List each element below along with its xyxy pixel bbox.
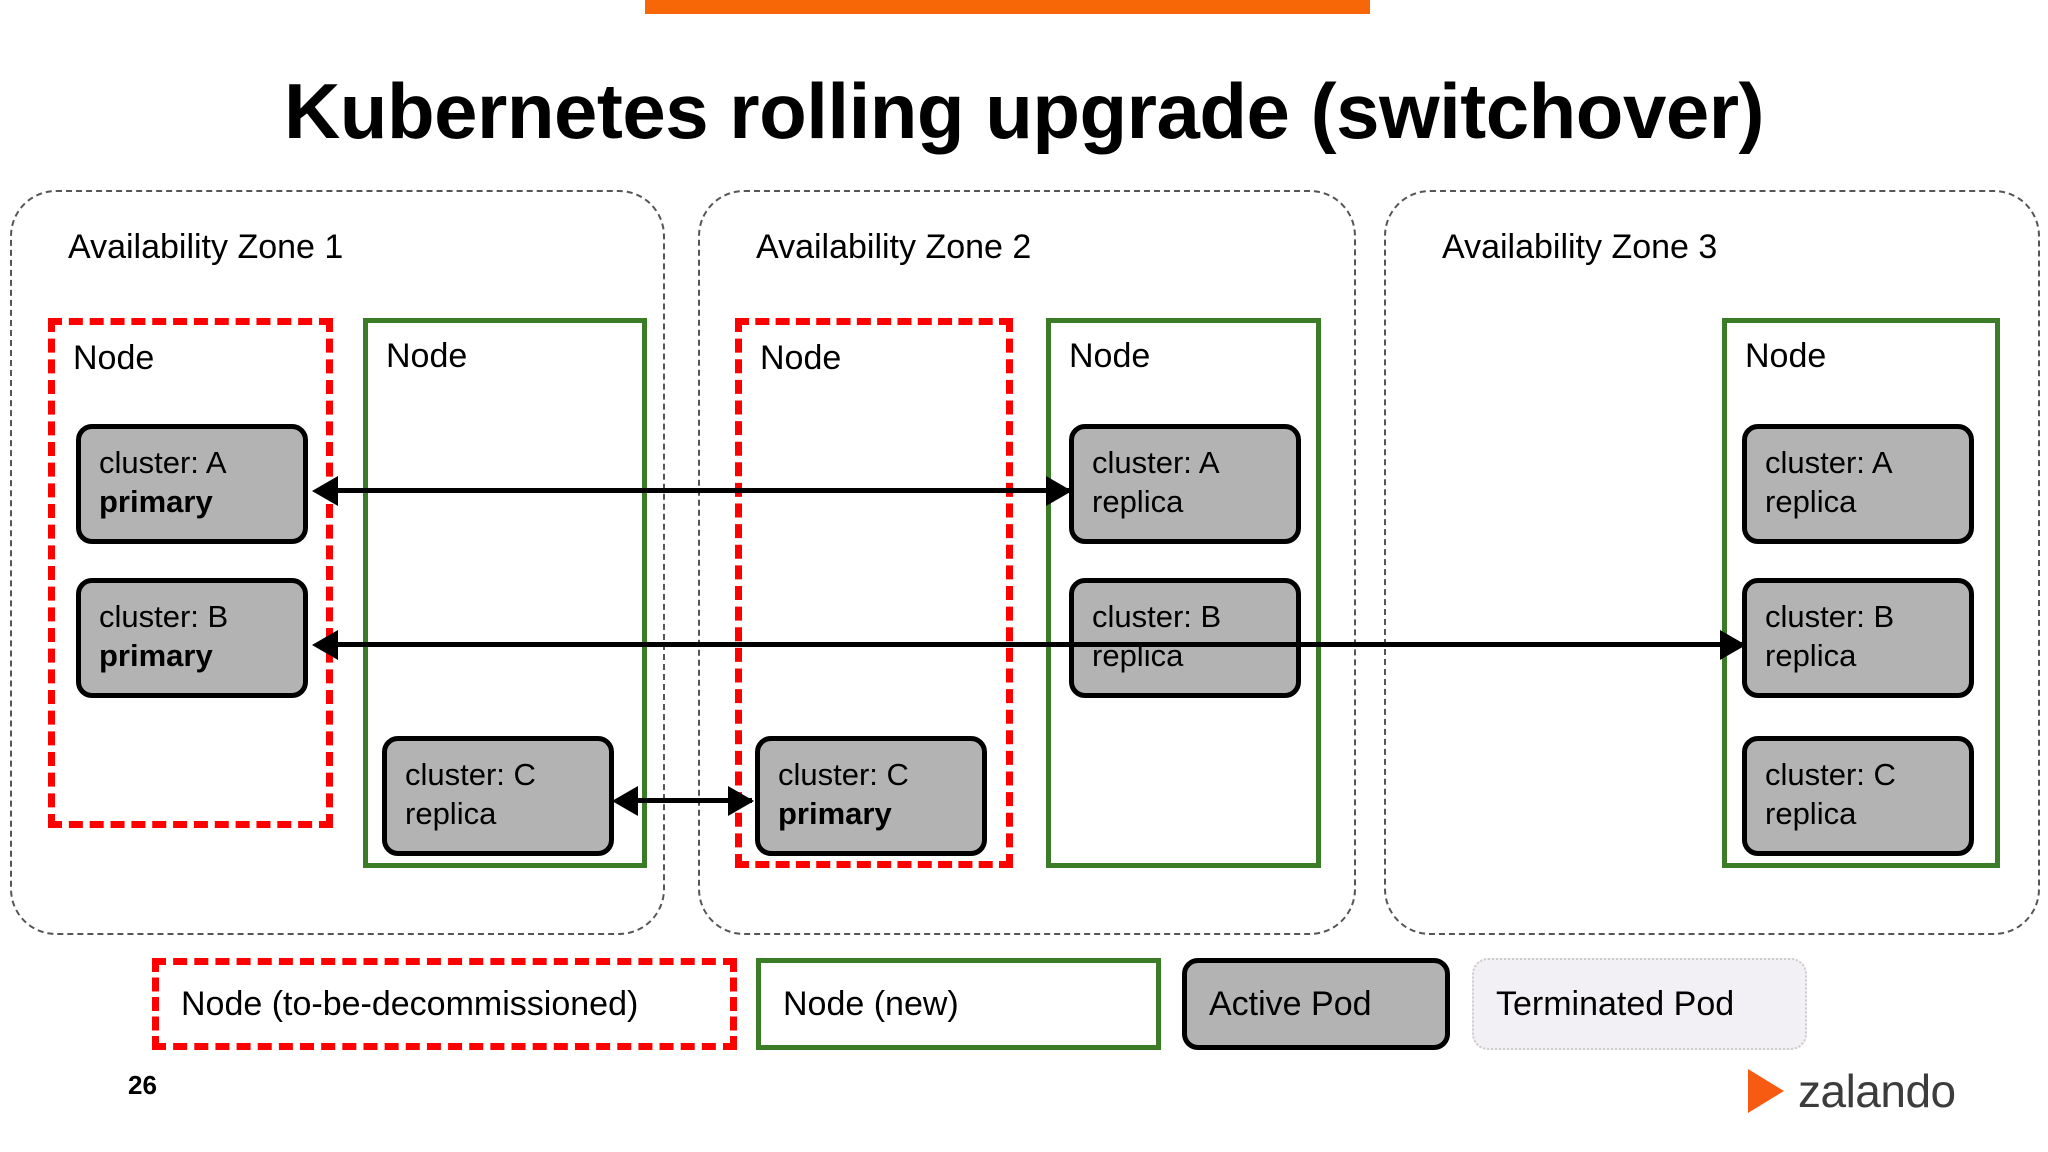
node-az2-decommissioned: Node bbox=[735, 318, 1013, 868]
cluster-c-replication-arrow bbox=[620, 798, 752, 803]
arrow-head-left-icon bbox=[312, 630, 338, 660]
pod-cluster-label: cluster: A bbox=[99, 445, 227, 480]
node-label: Node bbox=[1745, 337, 1827, 375]
node-label: Node bbox=[760, 339, 842, 377]
availability-zone-1: Availability Zone 1 bbox=[10, 190, 665, 935]
zone-label: Availability Zone 3 bbox=[1442, 228, 1718, 266]
pod-cluster-b-primary-az1: cluster: B primary bbox=[76, 578, 308, 698]
page-number: 26 bbox=[128, 1070, 157, 1100]
pod-cluster-label: cluster: B bbox=[1765, 599, 1895, 634]
pod-role-label: primary bbox=[99, 638, 213, 673]
pod-cluster-label: cluster: C bbox=[1765, 757, 1896, 792]
zone-label: Availability Zone 2 bbox=[756, 228, 1032, 266]
arrow-head-right-icon bbox=[728, 786, 754, 816]
pod-cluster-label: cluster: C bbox=[778, 757, 909, 792]
pod-cluster-b-replica-az2: cluster: B replica bbox=[1069, 578, 1301, 698]
node-label: Node bbox=[73, 339, 155, 377]
arrow-head-right-icon bbox=[1046, 476, 1072, 506]
arrow-head-left-icon bbox=[612, 786, 638, 816]
pod-role-label: primary bbox=[778, 796, 892, 831]
pod-cluster-label: cluster: B bbox=[99, 599, 229, 634]
pod-role-label: replica bbox=[1765, 796, 1857, 831]
zone-label: Availability Zone 1 bbox=[68, 228, 344, 266]
pod-role-label: replica bbox=[405, 796, 497, 831]
pod-cluster-label: cluster: A bbox=[1092, 445, 1220, 480]
pod-role-label: replica bbox=[1092, 484, 1184, 519]
legend-pod-terminated: Terminated Pod bbox=[1472, 958, 1807, 1050]
node-label: Node bbox=[386, 337, 468, 375]
availability-zone-2: Availability Zone 2 bbox=[698, 190, 1356, 935]
legend-label: Node (to-be-decommissioned) bbox=[181, 984, 639, 1023]
pod-role-label: replica bbox=[1765, 638, 1857, 673]
arrow-head-left-icon bbox=[312, 476, 338, 506]
legend-label: Node (new) bbox=[783, 984, 959, 1023]
legend-label: Active Pod bbox=[1209, 984, 1372, 1023]
availability-zone-3: Availability Zone 3 bbox=[1384, 190, 2040, 935]
pod-cluster-label: cluster: B bbox=[1092, 599, 1222, 634]
node-label: Node bbox=[1069, 337, 1151, 375]
legend-pod-active: Active Pod bbox=[1182, 958, 1450, 1050]
brand-name: zalando bbox=[1798, 1065, 1956, 1117]
legend-label: Terminated Pod bbox=[1496, 984, 1735, 1023]
node-az1-decommissioned: Node bbox=[48, 318, 333, 828]
legend-node-new: Node (new) bbox=[756, 958, 1161, 1050]
pod-role-label: primary bbox=[99, 484, 213, 519]
pod-cluster-c-replica-az3: cluster: C replica bbox=[1742, 736, 1974, 856]
pod-cluster-a-replica-az2: cluster: A replica bbox=[1069, 424, 1301, 544]
node-az2-new: Node bbox=[1046, 318, 1321, 868]
pod-cluster-a-replica-az3: cluster: A replica bbox=[1742, 424, 1974, 544]
node-az3-new: Node bbox=[1722, 318, 2000, 868]
pod-cluster-a-primary-az1: cluster: A primary bbox=[76, 424, 308, 544]
play-triangle-icon bbox=[1748, 1069, 1784, 1113]
pod-cluster-c-primary-az2: cluster: C primary bbox=[755, 736, 987, 856]
pod-role-label: replica bbox=[1765, 484, 1857, 519]
node-az1-new: Node bbox=[363, 318, 647, 868]
pod-cluster-c-replica-az1: cluster: C replica bbox=[382, 736, 614, 856]
pod-cluster-label: cluster: A bbox=[1765, 445, 1893, 480]
legend-node-decommissioned: Node (to-be-decommissioned) bbox=[152, 958, 737, 1050]
accent-bar bbox=[645, 0, 1370, 14]
pod-cluster-b-replica-az3: cluster: B replica bbox=[1742, 578, 1974, 698]
brand-logo: zalando bbox=[1748, 1064, 1956, 1118]
cluster-b-replication-arrow bbox=[322, 642, 1746, 647]
pod-cluster-label: cluster: C bbox=[405, 757, 536, 792]
cluster-a-replication-arrow bbox=[322, 488, 1072, 493]
arrow-head-right-icon bbox=[1720, 630, 1746, 660]
page-title: Kubernetes rolling upgrade (switchover) bbox=[283, 67, 1765, 155]
